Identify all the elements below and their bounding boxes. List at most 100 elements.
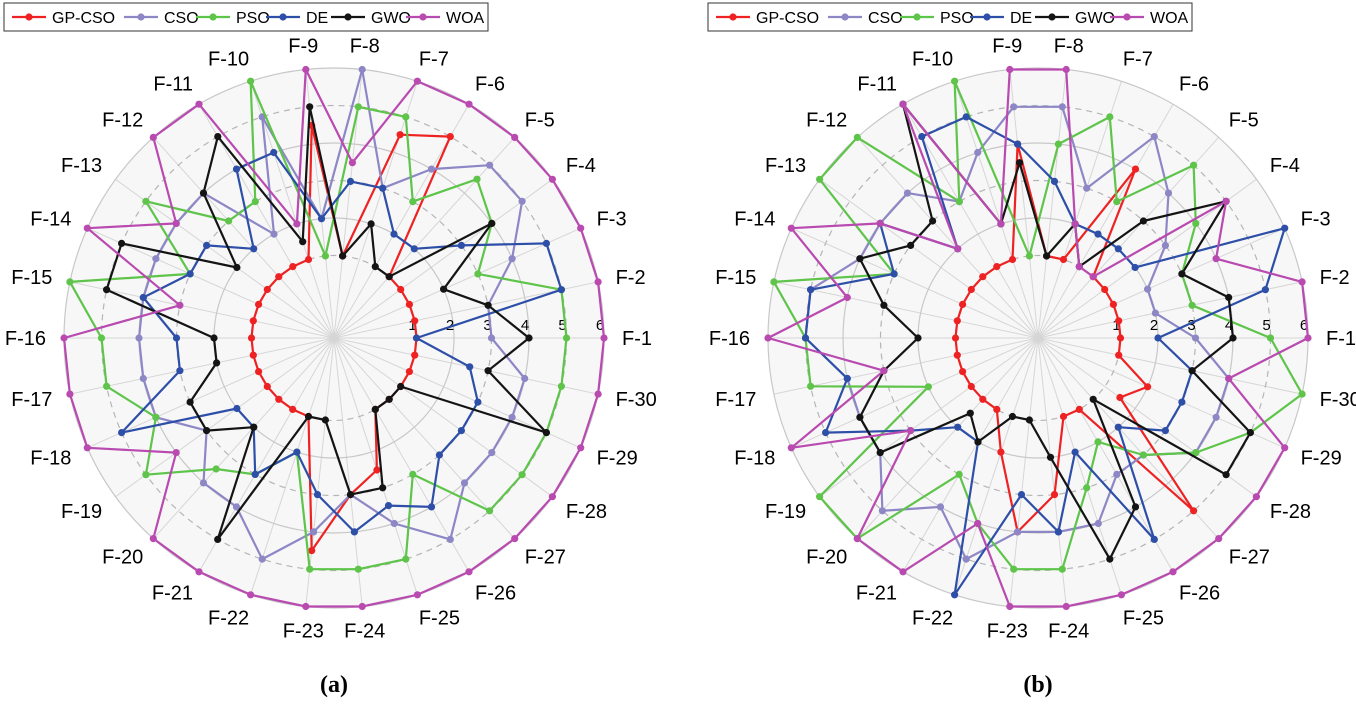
point-pso-f-25 bbox=[1083, 484, 1091, 492]
point-de-f-29 bbox=[1178, 398, 1186, 406]
point-cso-f-14 bbox=[152, 255, 160, 263]
point-de-f-15 bbox=[807, 286, 815, 294]
radar-spoke bbox=[305, 337, 335, 607]
point-pso-f-13 bbox=[816, 175, 824, 183]
point-woa-f-20 bbox=[149, 535, 157, 543]
point-woa-f-22 bbox=[247, 591, 255, 599]
point-de-f-21 bbox=[251, 470, 259, 478]
legend-label: PSO bbox=[236, 10, 270, 27]
point-gp-cso-f-2 bbox=[411, 317, 419, 325]
category-label-f-21: F-21 bbox=[152, 583, 193, 605]
point-gwo-f-27 bbox=[385, 395, 393, 403]
radar-spoke bbox=[1037, 69, 1067, 339]
point-gp-cso-f-10 bbox=[304, 255, 313, 264]
radar-spoke bbox=[333, 178, 553, 339]
point-cso-f-29 bbox=[508, 413, 516, 421]
point-pso-f-10 bbox=[247, 77, 255, 85]
legend-item-pso: PSO bbox=[196, 10, 270, 27]
category-label-f-12: F-12 bbox=[806, 110, 847, 132]
legend-swatch-marker bbox=[137, 13, 145, 21]
category-label-f-11: F-11 bbox=[153, 73, 193, 95]
point-gp-cso-f-3 bbox=[1109, 300, 1117, 308]
point-gp-cso-f-24 bbox=[1050, 491, 1059, 499]
category-label-f-24: F-24 bbox=[1048, 620, 1089, 642]
category-label-f-10: F-10 bbox=[208, 48, 249, 70]
category-label-f-8: F-8 bbox=[1054, 36, 1084, 58]
point-pso-f-8 bbox=[1054, 140, 1062, 148]
legend-swatch-marker bbox=[419, 13, 427, 21]
point-gwo-f-15 bbox=[103, 286, 111, 294]
point-pso-f-23 bbox=[306, 565, 314, 573]
point-woa-f-16 bbox=[764, 334, 772, 342]
radar-spoke bbox=[1037, 337, 1067, 607]
point-cso-f-8 bbox=[358, 65, 366, 74]
point-gp-cso-f-27 bbox=[1190, 507, 1198, 515]
category-label-f-5: F-5 bbox=[525, 110, 555, 132]
point-cso-f-7 bbox=[1083, 184, 1091, 192]
radar-spoke bbox=[333, 227, 581, 339]
category-label-f-17: F-17 bbox=[715, 389, 756, 411]
category-label-f-21: F-21 bbox=[856, 583, 897, 605]
point-pso-f-18 bbox=[924, 383, 933, 391]
point-gp-cso-f-3 bbox=[405, 300, 413, 308]
point-pso-f-7 bbox=[402, 113, 410, 121]
point-cso-f-26 bbox=[1113, 470, 1121, 478]
point-pso-f-26 bbox=[1094, 438, 1102, 446]
point-woa-f-3 bbox=[1212, 255, 1220, 263]
legend-swatch-marker bbox=[913, 13, 921, 21]
point-pso-f-28 bbox=[518, 471, 526, 479]
point-gp-cso-f-13 bbox=[967, 285, 975, 294]
point-gwo-f-15 bbox=[880, 301, 888, 309]
point-gwo-f-9 bbox=[306, 103, 314, 111]
point-woa-f-28 bbox=[548, 493, 557, 501]
point-gwo-f-18 bbox=[856, 413, 864, 421]
point-woa-f-15 bbox=[843, 293, 851, 302]
point-de-f-30 bbox=[466, 363, 474, 371]
point-pso-f-12 bbox=[853, 133, 861, 141]
point-cso-f-22 bbox=[962, 555, 970, 563]
point-woa-f-28 bbox=[1252, 493, 1260, 501]
radar-spoke bbox=[1009, 69, 1039, 339]
point-de-f-25 bbox=[384, 502, 393, 510]
point-de-f-10 bbox=[270, 148, 278, 157]
point-woa-f-7 bbox=[413, 77, 421, 85]
point-pso-f-1 bbox=[1266, 334, 1275, 342]
category-label-f-14: F-14 bbox=[30, 208, 71, 230]
point-de-f-3 bbox=[542, 239, 551, 247]
point-cso-f-29 bbox=[1212, 413, 1220, 421]
point-gwo-f-19 bbox=[876, 449, 884, 457]
point-woa-f-29 bbox=[577, 444, 585, 452]
point-gp-cso-f-30 bbox=[1115, 351, 1123, 359]
point-gp-cso-f-19 bbox=[967, 382, 975, 391]
point-woa-f-1 bbox=[600, 334, 608, 342]
panel-label: (b) bbox=[1023, 672, 1052, 698]
point-woa-f-6 bbox=[1075, 263, 1083, 271]
point-de-f-11 bbox=[918, 133, 926, 141]
radar-spoke bbox=[773, 337, 1039, 395]
radar-spoke bbox=[115, 178, 335, 339]
point-cso-f-12 bbox=[903, 189, 912, 197]
point-de-f-2 bbox=[1261, 286, 1269, 294]
point-woa-f-25 bbox=[413, 591, 421, 599]
point-de-f-16 bbox=[801, 334, 810, 342]
point-woa-f-1 bbox=[1304, 334, 1312, 342]
ring-value-label: 3 bbox=[483, 317, 491, 334]
point-de-f-26 bbox=[427, 503, 436, 511]
category-label-f-13: F-13 bbox=[765, 155, 806, 177]
point-cso-f-21 bbox=[232, 503, 241, 511]
point-gp-cso-f-18 bbox=[959, 368, 967, 376]
radar-spoke bbox=[902, 337, 1039, 573]
radar-spoke bbox=[69, 337, 335, 395]
radar-spoke bbox=[954, 337, 1039, 595]
legend-item-pso: PSO bbox=[900, 10, 974, 27]
point-gp-cso-f-13 bbox=[263, 285, 271, 294]
point-gp-cso-f-7 bbox=[396, 131, 404, 139]
point-woa-f-17 bbox=[66, 390, 74, 398]
point-gp-cso-f-6 bbox=[1131, 165, 1140, 173]
point-woa-f-13 bbox=[172, 219, 180, 227]
point-pso-f-4 bbox=[1192, 219, 1200, 227]
category-label-f-4: F-4 bbox=[566, 155, 596, 177]
point-de-f-11 bbox=[232, 165, 241, 173]
